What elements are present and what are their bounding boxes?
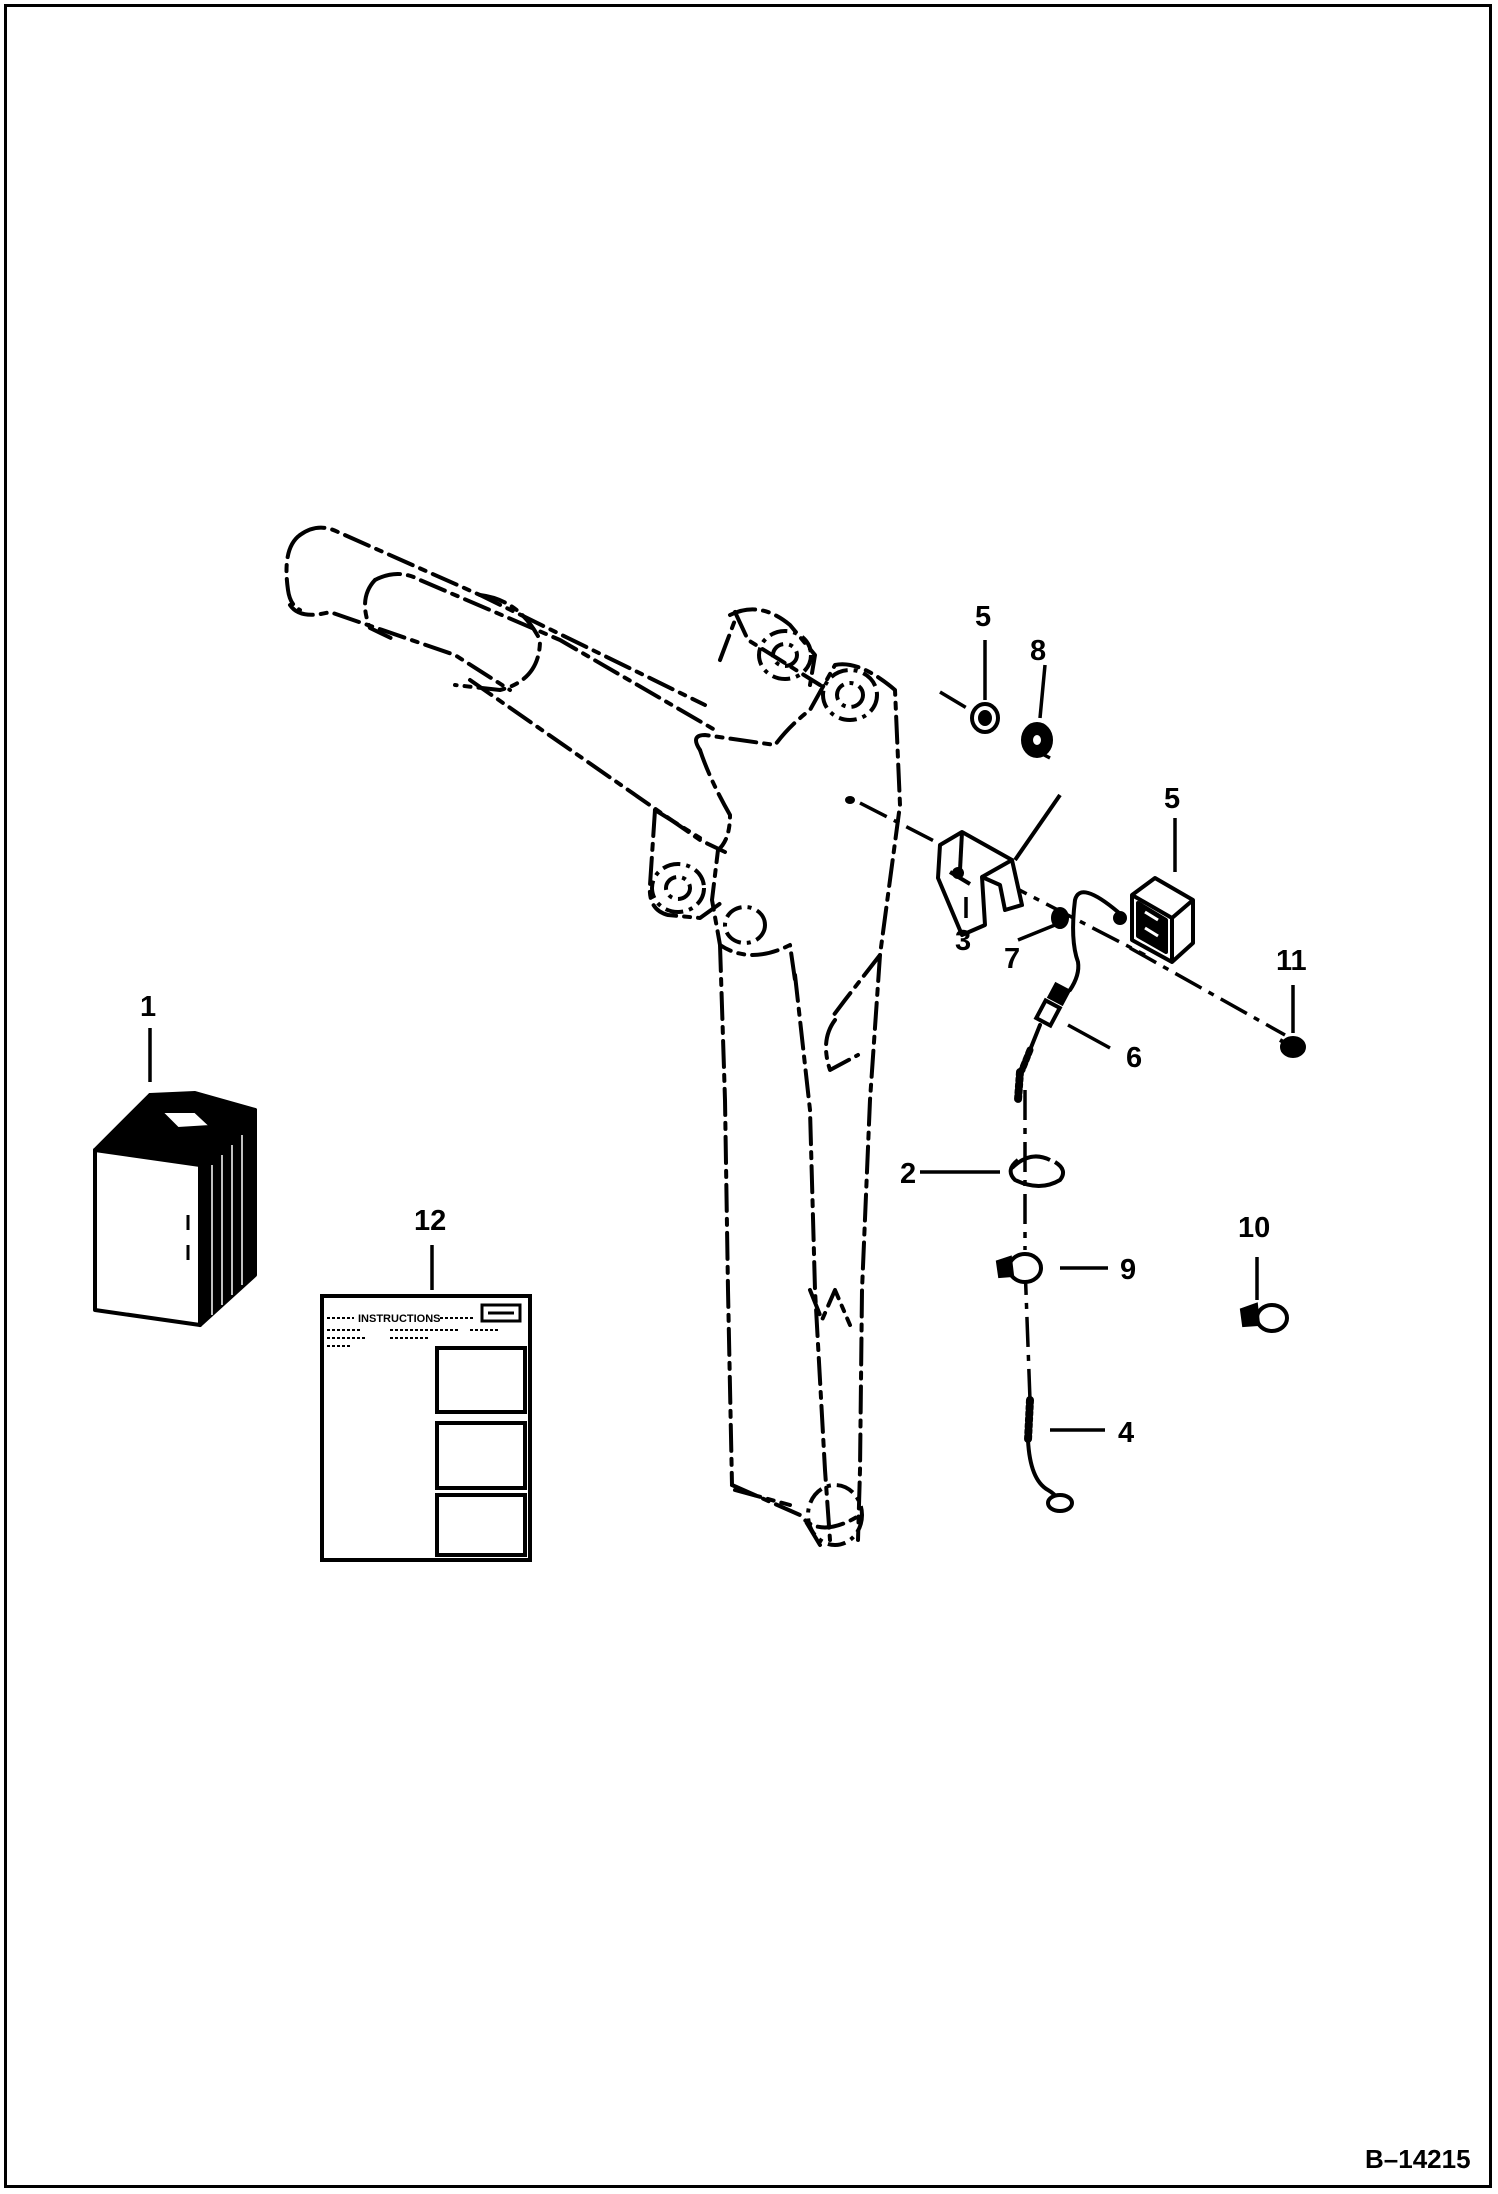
- drawing-border: [4, 4, 1492, 2188]
- part-clamp-2: [1008, 1154, 1066, 1188]
- callout-6: 6: [1126, 1042, 1142, 1074]
- part-bracket-3: [936, 793, 1062, 937]
- part-sensor-block-5: [1113, 876, 1195, 964]
- callout-leaders: [148, 640, 1295, 1432]
- part-cable-harness-4-6: [1014, 890, 1120, 1513]
- mounting-hole: [845, 796, 855, 804]
- callout-10: 10: [1238, 1212, 1270, 1244]
- part-screw-11: [1279, 1036, 1306, 1058]
- callout-9: 9: [1120, 1254, 1136, 1286]
- arm-assembly: [284, 525, 902, 1547]
- part-instruction-decal-12: INSTRUCTIONS: [320, 1294, 532, 1562]
- callout-5-block: 5: [1164, 783, 1180, 815]
- drawing-number: B–14215: [1365, 2144, 1471, 2174]
- callout-1: 1: [140, 991, 156, 1023]
- callout-labels: 1 2 3 4 5 5 6 7 8 9 10 11 12: [140, 601, 1307, 1449]
- part-carton-1: [93, 1091, 257, 1327]
- callout-11: 11: [1276, 945, 1307, 977]
- callout-8: 8: [1030, 635, 1046, 667]
- callout-12: 12: [414, 1205, 446, 1237]
- callout-2: 2: [900, 1158, 916, 1190]
- decal-heading: INSTRUCTIONS: [358, 1313, 441, 1325]
- part-washer-5-top: [970, 702, 1000, 734]
- callout-3: 3: [955, 925, 971, 957]
- part-clip-10: [1239, 1302, 1289, 1333]
- part-clip-9: [995, 1252, 1043, 1284]
- centre-lines: [859, 690, 1286, 1401]
- part-spacer-7: [1051, 907, 1069, 929]
- callout-7: 7: [1004, 943, 1020, 975]
- callout-4: 4: [1118, 1417, 1134, 1449]
- callout-5-top: 5: [975, 601, 991, 633]
- pin-bosses: [650, 629, 879, 1547]
- part-nut-8: [1021, 722, 1053, 758]
